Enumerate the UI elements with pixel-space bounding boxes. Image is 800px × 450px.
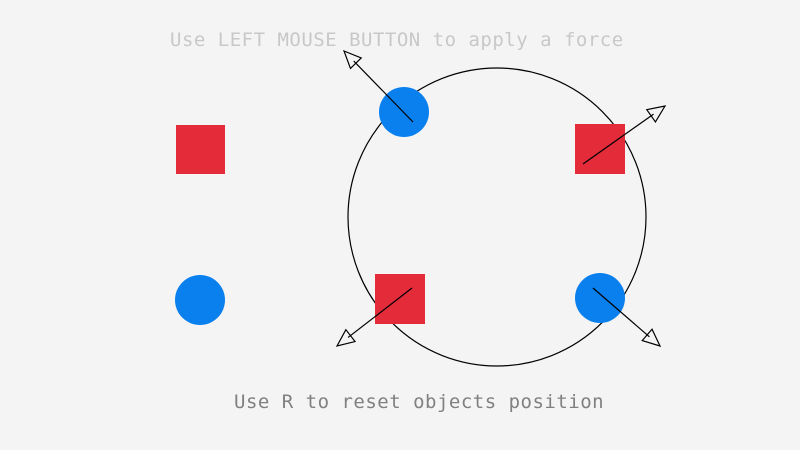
arrow-shaft (353, 60, 414, 123)
force-arrow-top-circle (342, 49, 414, 123)
body-square-left[interactable] (176, 125, 225, 174)
force-arrows-layer (335, 49, 667, 347)
force-arrow-bottom-right-circle (592, 287, 662, 347)
arrow-head-icon (335, 328, 357, 347)
body-circle-bottom-left[interactable] (175, 275, 225, 325)
bodies-layer (175, 87, 625, 325)
arrow-head-icon (342, 49, 363, 70)
force-arrow-top-right-square (582, 105, 667, 165)
arrow-head-icon (645, 105, 667, 124)
boundary-circle (347, 67, 647, 367)
body-circle-bottom-right[interactable] (575, 273, 625, 323)
body-square-top-right[interactable] (575, 124, 625, 174)
boundary-layer (347, 67, 647, 367)
arrow-shaft (592, 287, 650, 338)
arrow-head-icon (641, 328, 662, 347)
arrow-shaft (347, 287, 413, 338)
hint-text-apply-force: Use LEFT MOUSE BUTTON to apply a force (170, 29, 624, 51)
force-arrow-center-square (335, 287, 413, 347)
hint-text-reset-objects: Use R to reset objects position (234, 391, 605, 413)
body-square-center[interactable] (375, 274, 425, 324)
arrow-shaft (582, 113, 654, 165)
